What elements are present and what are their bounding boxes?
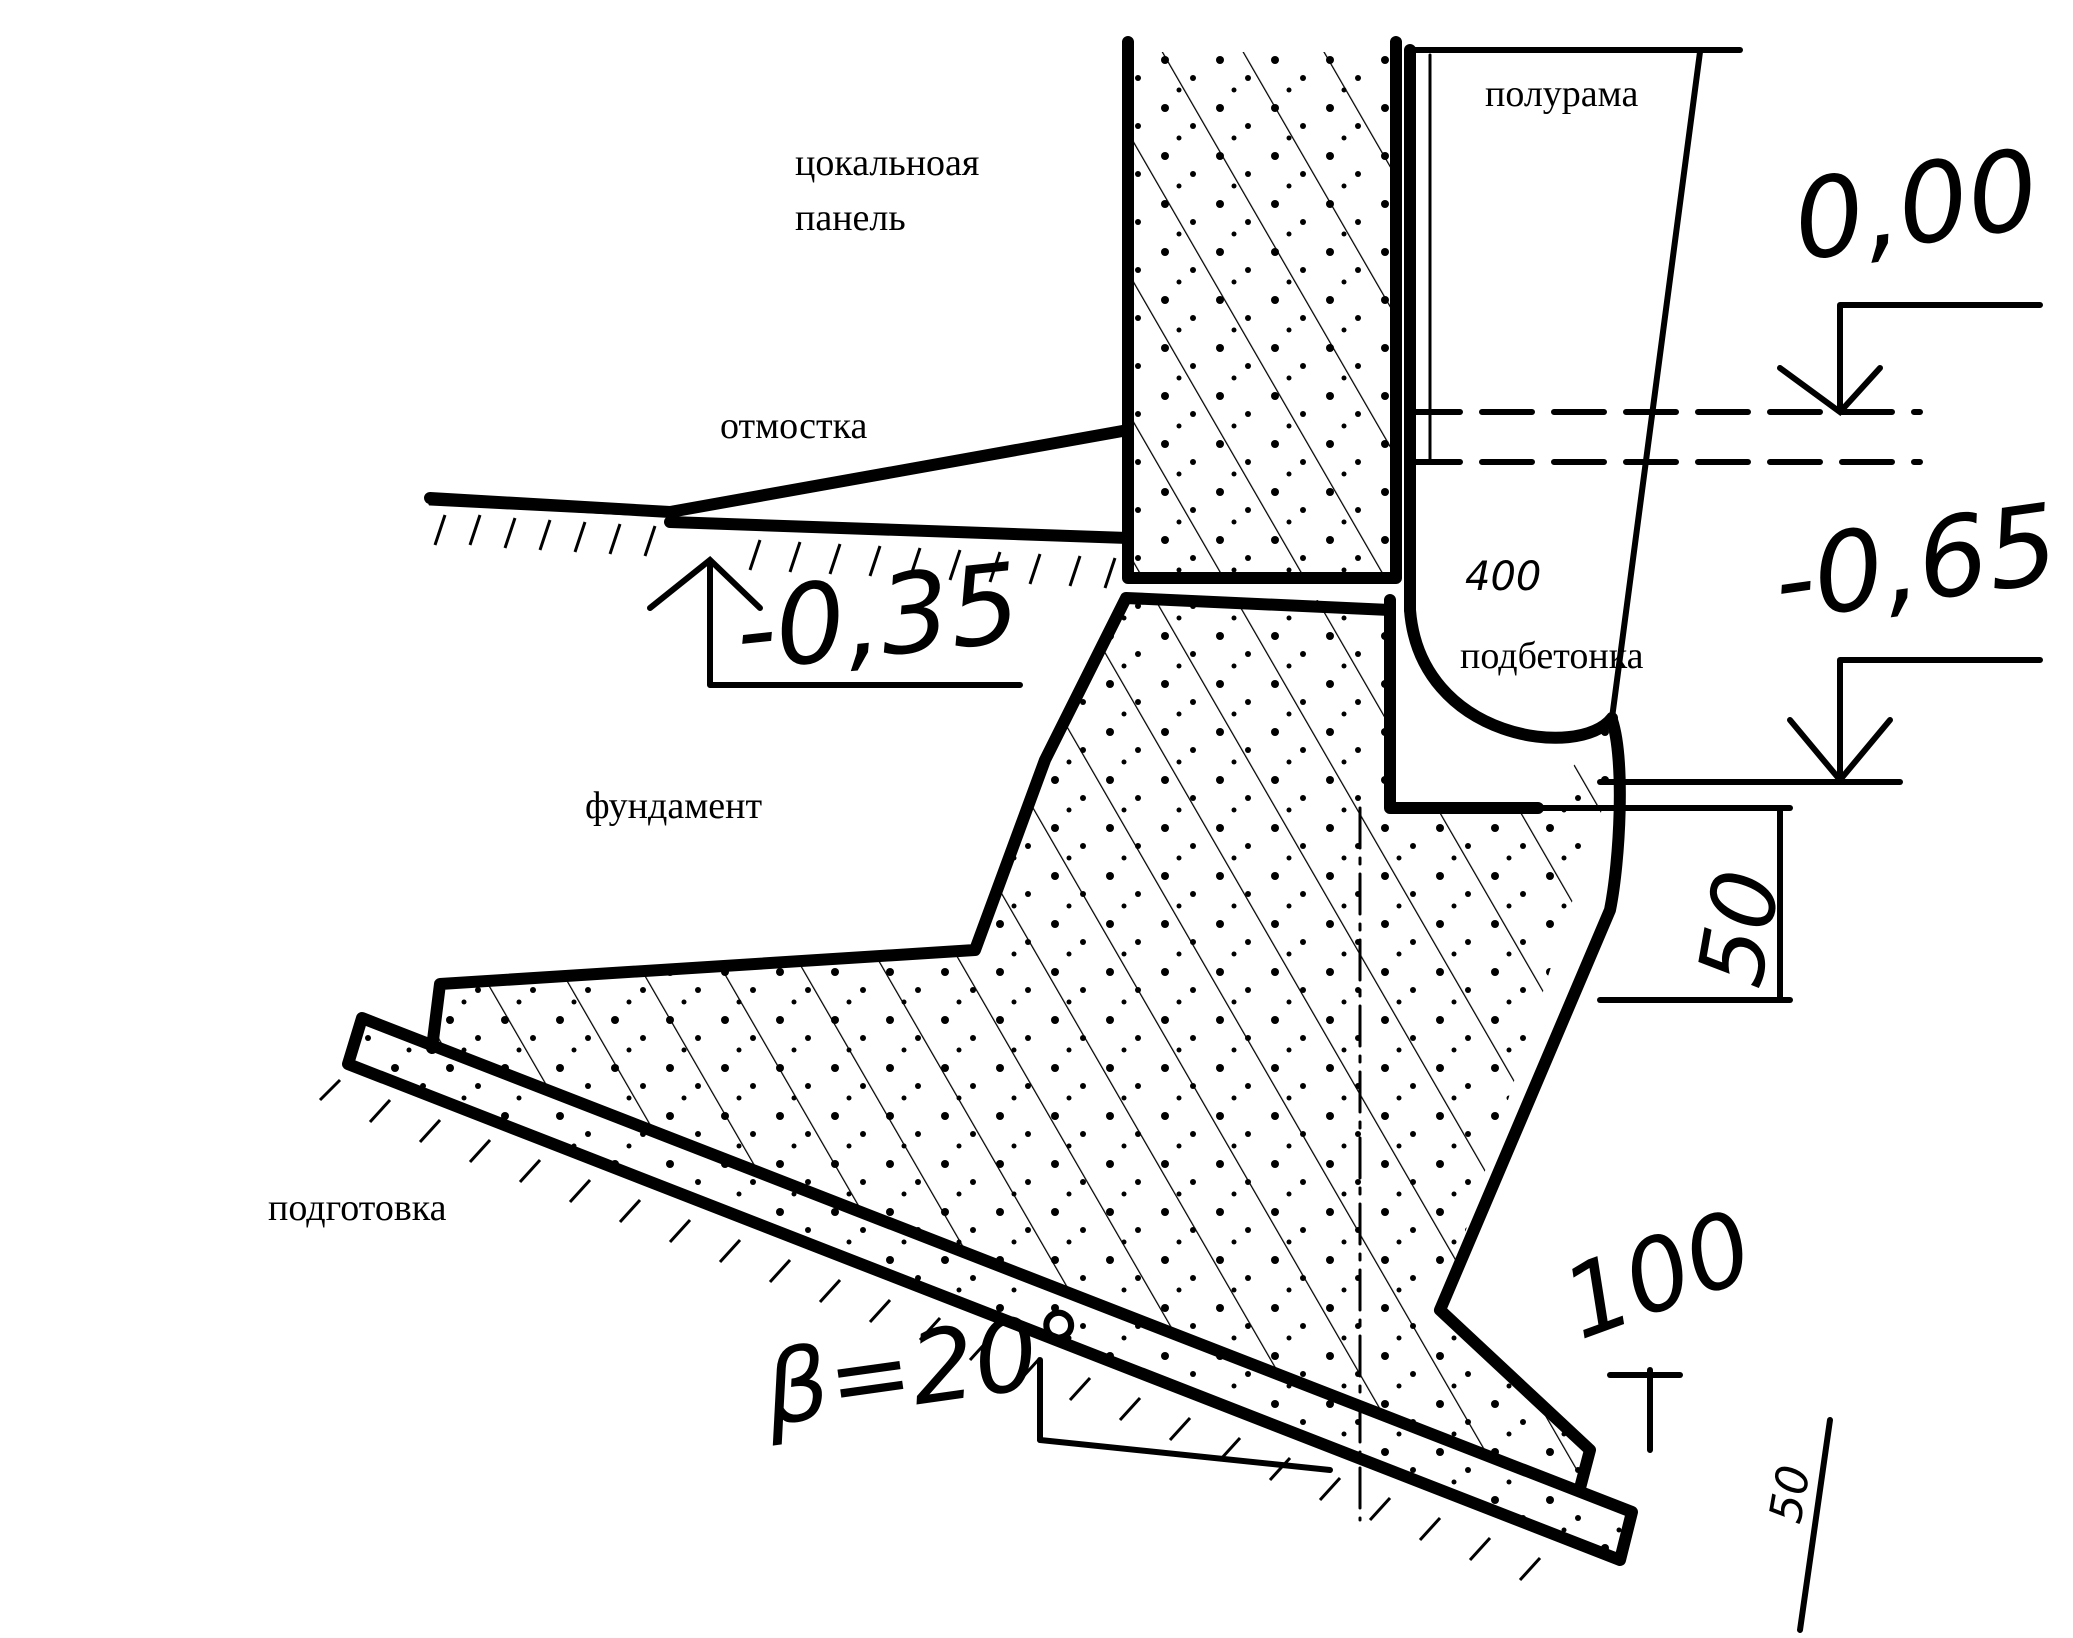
level-mark-minus-065 xyxy=(1597,657,2043,785)
dim-level-minus-065: -0,65 xyxy=(1766,479,2066,645)
label-blind-area: отмостка xyxy=(720,405,867,447)
dim-100: 100 xyxy=(1548,1187,1767,1362)
label-plinth-panel-line2: панель xyxy=(795,197,906,239)
label-plinth-panel-line1: цокальноая xyxy=(795,142,979,184)
dim-level-minus-035: -0,35 xyxy=(729,539,1025,696)
dimension-lines xyxy=(1037,805,1833,1633)
blind-area xyxy=(424,424,1134,589)
half-frame-column xyxy=(1404,44,1743,744)
level-mark-zero xyxy=(1777,302,2043,417)
dim-level-zero: 0,00 xyxy=(1786,125,2046,286)
dim-50-bottom: 50 xyxy=(1759,1461,1821,1527)
foundation-body xyxy=(426,592,1626,1522)
dim-50-vertical: 50 xyxy=(1678,863,1801,994)
label-half-frame: полурама xyxy=(1485,73,1638,115)
label-preparation: подготовка xyxy=(268,1187,447,1229)
plinth-panel xyxy=(1122,36,1402,584)
floor-lines xyxy=(1407,409,1923,465)
dim-width-400: 400 xyxy=(1465,554,1541,600)
dim-angle: β=20° xyxy=(756,1288,1095,1449)
label-foundation: фундамент xyxy=(585,785,762,827)
label-underconcrete: подбетонка xyxy=(1460,635,1644,677)
preparation-layer xyxy=(318,1012,1638,1582)
level-mark-minus-035 xyxy=(647,556,1023,688)
